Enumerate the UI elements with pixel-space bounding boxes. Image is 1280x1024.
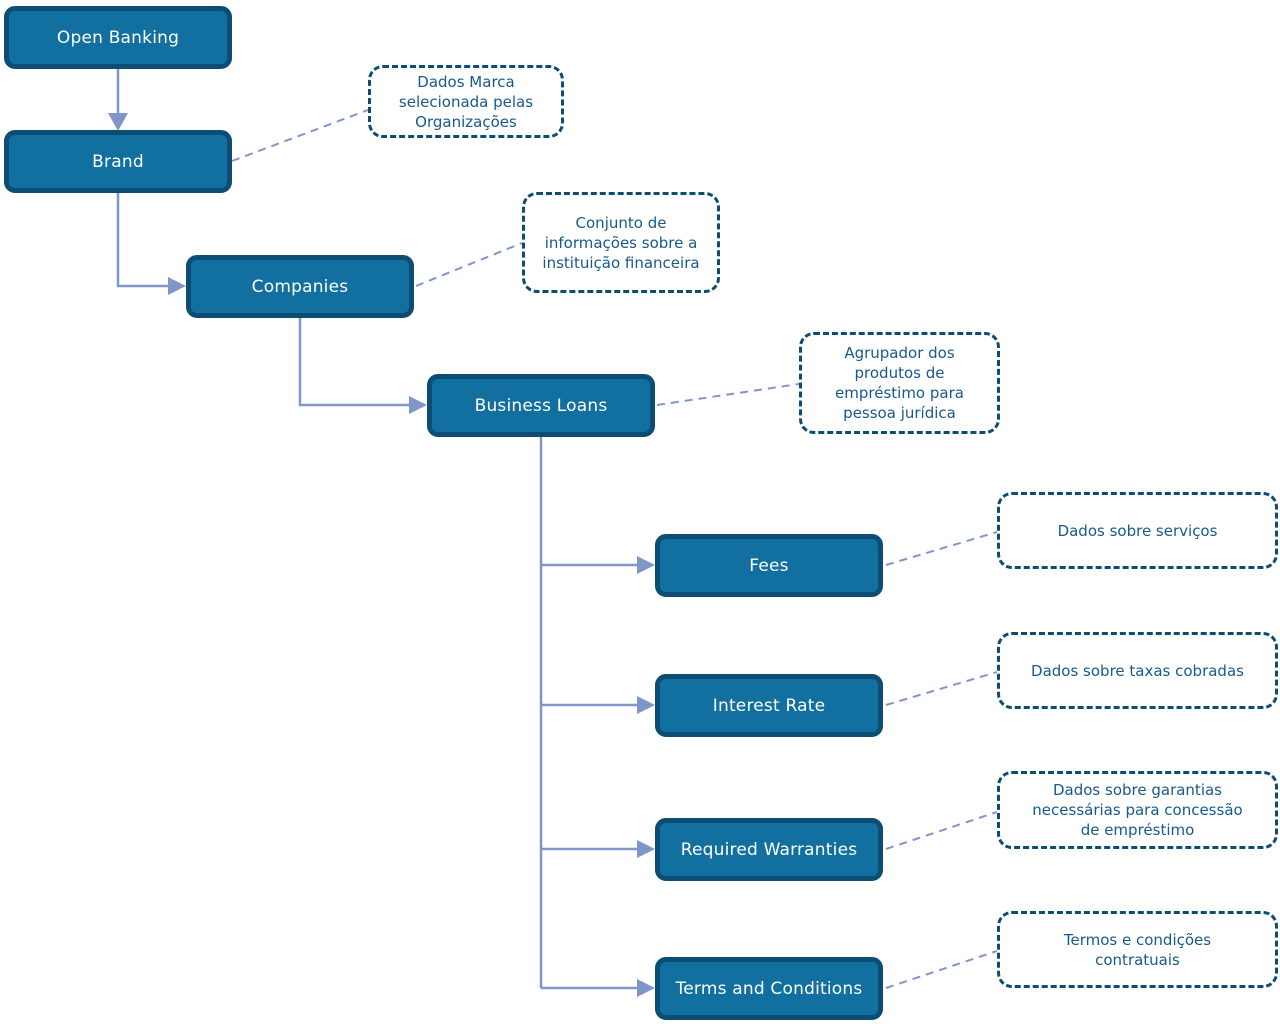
node-fees: Fees bbox=[655, 534, 883, 597]
link-businessloans-annotation bbox=[656, 383, 800, 406]
annotation-fees: Dados sobre serviços bbox=[997, 492, 1278, 569]
annotation-terms-and-conditions-text: Termos e condições contratuais bbox=[1063, 930, 1212, 969]
annotation-brand: Dados Marca selecionada pelas Organizaçõ… bbox=[368, 65, 564, 138]
link-fees-annotation bbox=[885, 531, 998, 566]
node-terms-and-conditions-label: Terms and Conditions bbox=[675, 978, 863, 999]
arrowhead-right-interestrate bbox=[637, 696, 655, 714]
annotation-business-loans-text: Agrupador dos produtos de empréstimo par… bbox=[835, 344, 964, 422]
node-companies-label: Companies bbox=[251, 276, 349, 297]
node-interest-rate: Interest Rate bbox=[655, 674, 883, 737]
annotation-interest-rate-text: Dados sobre taxas cobradas bbox=[1031, 661, 1244, 680]
node-terms-and-conditions: Terms and Conditions bbox=[655, 957, 883, 1020]
node-fees-label: Fees bbox=[749, 555, 789, 576]
node-business-loans: Business Loans bbox=[427, 374, 655, 437]
annotation-companies: Conjunto de informações sobre a institui… bbox=[522, 192, 720, 293]
node-business-loans-label: Business Loans bbox=[474, 395, 608, 416]
annotation-required-warranties-text: Dados sobre garantias necessárias para c… bbox=[1032, 781, 1243, 839]
annotation-business-loans: Agrupador dos produtos de empréstimo par… bbox=[799, 332, 1000, 434]
link-termsandconditions-annotation bbox=[885, 950, 998, 989]
arrowhead-right-termsandconditions bbox=[637, 979, 655, 997]
node-open-banking-label: Open Banking bbox=[56, 27, 180, 48]
edge-brand-companies bbox=[116, 192, 172, 288]
arrowhead-right-companies bbox=[168, 277, 186, 295]
node-interest-rate-label: Interest Rate bbox=[712, 695, 826, 716]
annotation-fees-text: Dados sobre serviços bbox=[1057, 521, 1218, 540]
annotation-companies-text: Conjunto de informações sobre a institui… bbox=[542, 213, 700, 272]
arrowhead-right-fees bbox=[637, 556, 655, 574]
annotation-brand-text: Dados Marca selecionada pelas Organizaçõ… bbox=[398, 72, 534, 131]
node-companies: Companies bbox=[186, 255, 414, 318]
node-required-warranties-label: Required Warranties bbox=[680, 839, 858, 860]
arrowhead-right-requiredwarranties bbox=[637, 840, 655, 858]
node-open-banking: Open Banking bbox=[4, 6, 232, 69]
node-brand: Brand bbox=[4, 130, 232, 193]
link-requiredwarranties-annotation bbox=[885, 811, 998, 850]
annotation-interest-rate: Dados sobre taxas cobradas bbox=[997, 632, 1278, 709]
edge-companies-businessloans bbox=[298, 318, 413, 407]
node-brand-label: Brand bbox=[92, 151, 144, 172]
annotation-terms-and-conditions: Termos e condições contratuais bbox=[997, 911, 1278, 988]
link-interestrate-annotation bbox=[885, 671, 998, 706]
arrowhead-down-brand bbox=[108, 113, 128, 131]
link-companies-annotation bbox=[415, 242, 523, 287]
arrowhead-right-businessloans bbox=[409, 396, 427, 414]
node-required-warranties: Required Warranties bbox=[655, 818, 883, 881]
annotation-required-warranties: Dados sobre garantias necessárias para c… bbox=[997, 771, 1278, 849]
link-brand-annotation bbox=[231, 109, 369, 162]
